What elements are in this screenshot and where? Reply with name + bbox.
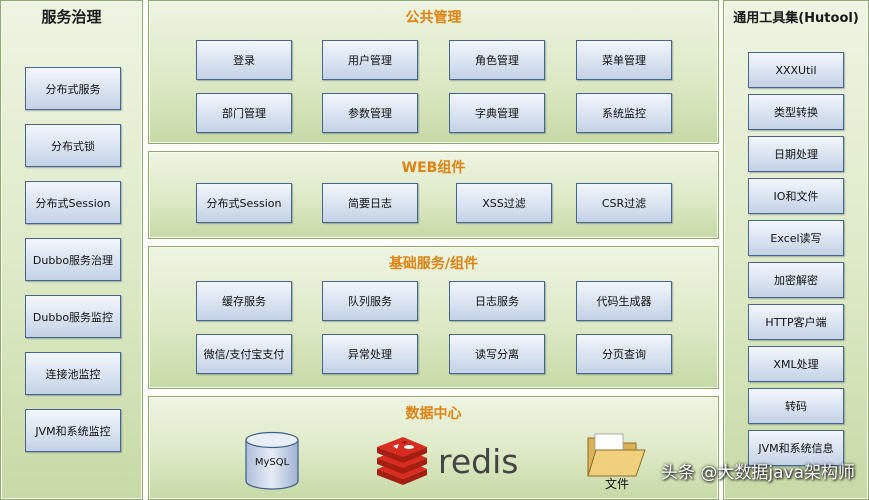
service-governance-panel: 服务治理 分布式服务 分布式锁 分布式Session Dubbo服务治理 Dub…	[0, 0, 143, 500]
mysql-database-icon: MySQL	[245, 431, 299, 490]
public-item-user-mgmt[interactable]: 用户管理	[322, 40, 418, 80]
mysql-label: MySQL	[255, 457, 290, 468]
base-item-rw-split[interactable]: 读写分离	[449, 334, 545, 374]
base-services-panel: 基础服务/组件 缓存服务 队列服务 日志服务 代码生成器 微信/支付宝支付 异常…	[148, 246, 719, 389]
tool-item-io-file[interactable]: IO和文件	[748, 178, 844, 214]
public-item-dept-mgmt[interactable]: 部门管理	[196, 93, 292, 133]
web-components-panel: WEB组件 分布式Session 简要日志 XSS过滤 CSR过滤	[148, 151, 719, 239]
left-item-distributed-service[interactable]: 分布式服务	[25, 67, 121, 110]
hutool-title: 通用工具集(Hutool)	[733, 11, 859, 26]
redis-label: redis	[438, 442, 518, 481]
tool-item-type-convert[interactable]: 类型转换	[748, 94, 844, 130]
public-item-role-mgmt[interactable]: 角色管理	[449, 40, 545, 80]
tool-item-date[interactable]: 日期处理	[748, 136, 844, 172]
tool-item-jvm-info[interactable]: JVM和系统信息	[748, 430, 844, 466]
base-services-title: 基础服务/组件	[388, 256, 479, 272]
base-item-log[interactable]: 日志服务	[449, 281, 545, 321]
base-item-exception[interactable]: 异常处理	[322, 334, 418, 374]
tool-item-xml[interactable]: XML处理	[748, 346, 844, 382]
left-item-dubbo-governance[interactable]: Dubbo服务治理	[25, 238, 121, 281]
web-item-brief-log[interactable]: 简要日志	[322, 183, 418, 223]
left-item-distributed-session[interactable]: 分布式Session	[25, 181, 121, 224]
tool-item-xxxutil[interactable]: XXXUtil	[748, 52, 844, 88]
tool-item-excel[interactable]: Excel读写	[748, 220, 844, 256]
base-item-payment[interactable]: 微信/支付宝支付	[196, 334, 292, 374]
public-item-dict-mgmt[interactable]: 字典管理	[449, 93, 545, 133]
base-item-cache[interactable]: 缓存服务	[196, 281, 292, 321]
tool-item-crypto[interactable]: 加密解密	[748, 262, 844, 298]
left-item-pool-monitor[interactable]: 连接池监控	[25, 352, 121, 395]
web-item-csr-filter[interactable]: CSR过滤	[576, 183, 672, 223]
public-item-menu-mgmt[interactable]: 菜单管理	[576, 40, 672, 80]
web-components-title: WEB组件	[401, 160, 466, 176]
data-center-title: 数据中心	[405, 406, 462, 422]
web-item-distributed-session[interactable]: 分布式Session	[196, 183, 292, 223]
left-item-jvm-monitor[interactable]: JVM和系统监控	[25, 409, 121, 452]
public-item-param-mgmt[interactable]: 参数管理	[322, 93, 418, 133]
web-item-xss-filter[interactable]: XSS过滤	[456, 183, 552, 223]
hutool-panel: 通用工具集(Hutool) XXXUtil 类型转换 日期处理 IO和文件 Ex…	[723, 0, 869, 500]
redis-logo-icon: redis	[377, 437, 518, 485]
public-item-login[interactable]: 登录	[196, 40, 292, 80]
base-item-queue[interactable]: 队列服务	[322, 281, 418, 321]
public-management-title: 公共管理	[405, 10, 462, 26]
base-item-pagination[interactable]: 分页查询	[576, 334, 672, 374]
public-management-panel: 公共管理 登录 用户管理 角色管理 菜单管理 部门管理 参数管理 字典管理 系统…	[148, 0, 719, 144]
tool-item-transcode[interactable]: 转码	[748, 388, 844, 424]
folder-icon	[587, 433, 646, 477]
service-governance-title: 服务治理	[41, 8, 102, 26]
file-label: 文件	[605, 477, 630, 491]
base-item-codegen[interactable]: 代码生成器	[576, 281, 672, 321]
tool-item-http-client[interactable]: HTTP客户端	[748, 304, 844, 340]
left-item-dubbo-monitor[interactable]: Dubbo服务监控	[25, 295, 121, 338]
data-center-panel: 数据中心 MySQL redis 文件	[148, 396, 719, 500]
left-item-distributed-lock[interactable]: 分布式锁	[25, 124, 121, 167]
watermark-text: 头条 @大数据java架构师	[660, 463, 855, 483]
public-item-sys-monitor[interactable]: 系统监控	[576, 93, 672, 133]
